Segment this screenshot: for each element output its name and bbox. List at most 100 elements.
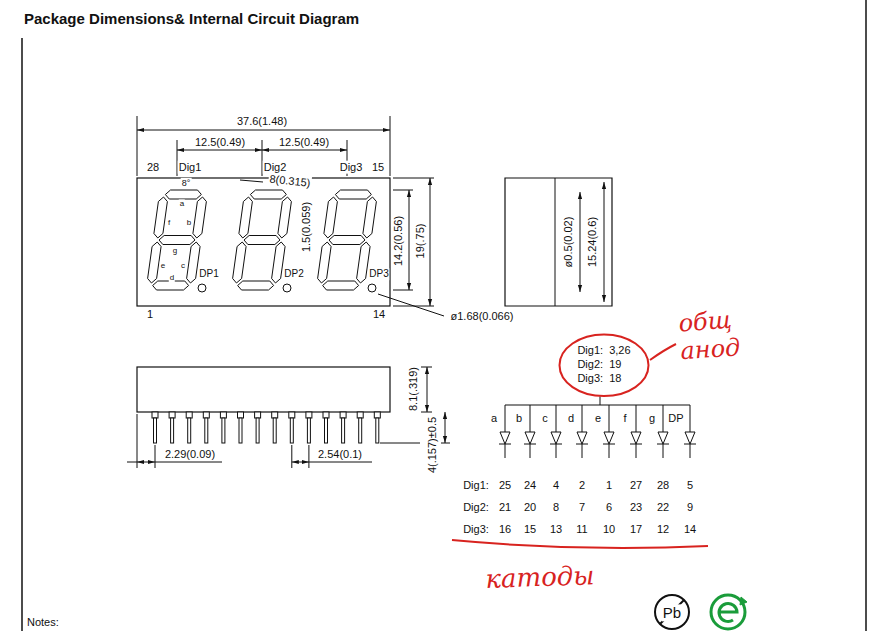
leader-line [378,294,444,316]
led-segment [318,242,331,283]
wire [609,444,610,458]
dimension-line [427,367,428,412]
pin-number: 24 [523,479,537,492]
pin-shoulder [323,412,329,418]
callout-ellipse: Dig1: 3,26Dig2: 19Dig3: 18 [558,333,650,398]
leader-line [240,180,263,182]
dp-label: DP3 [368,268,389,280]
dimension-line [580,192,581,292]
pin-shoulder [340,412,346,418]
digit-label: Dig1 [178,161,203,174]
pin [290,418,293,443]
segment-letter: f [622,412,627,425]
led-segment [154,197,167,238]
pin-number: 1 [146,308,154,321]
diode-symbol [604,432,614,444]
notes-label: Notes: [26,616,60,629]
segment-letter: e [160,261,166,270]
dimension-line [604,182,605,302]
wire [582,405,583,432]
pin-number: 25 [498,479,512,492]
pin [325,418,328,443]
handwritten-note: общ анод [677,304,768,365]
dimension-line [262,150,347,151]
dimension-line [445,412,446,443]
decimal-point [283,284,291,292]
handwritten-note: катоды [484,561,596,595]
segment-letter: e [594,412,602,425]
led-segment [335,190,371,199]
segment-letter: f [167,218,171,227]
wire [530,444,531,458]
dimension-label: 19(.75) [414,223,427,260]
pin-number: 17 [629,523,643,536]
segment-letter: g [648,412,656,425]
frame-border [865,0,867,631]
pin-shoulder [238,412,244,418]
decimal-point [368,284,376,292]
segment-letter: g [172,246,178,255]
pin [154,418,157,443]
pin-shoulder [169,412,175,418]
wire [636,444,637,458]
led-segment [165,190,201,199]
pin-shoulder [306,412,312,418]
wire [505,405,506,432]
pin [205,418,208,443]
pin-number: 15 [523,523,537,536]
pin-number: 23 [629,501,643,514]
digit-label: Dig2: [462,501,490,514]
dimension-line [137,130,390,131]
pin [359,418,362,443]
leader-line [155,462,222,463]
pin-number: 14 [683,523,697,536]
digit-anode-pins: Dig3: 18 [577,372,630,386]
led-segment [239,197,252,238]
dimension-line [409,190,410,290]
led-segment [363,197,376,238]
decimal-point [198,284,206,292]
pin-number: 21 [498,501,512,514]
pin-shoulder [374,412,380,418]
wire [690,444,691,458]
pin-shoulder [255,412,261,418]
dimension-label: 2.29(0.09) [164,448,216,461]
pin-number: 20 [523,501,537,514]
eco-logo [711,595,745,629]
dimension-label: 14.2(0.56) [392,215,405,267]
segment-letter: c [541,412,549,425]
dimension-label: 8.1(.319) [407,366,420,412]
ellipse-outline [560,334,649,396]
pin-shoulder [186,412,192,418]
pin [342,418,345,443]
dimension-line [292,462,309,463]
pin-shoulder [272,412,278,418]
diode-symbol [658,432,668,444]
extension-line [380,443,420,444]
wire [690,405,691,432]
angle-label: 8° [181,178,192,188]
pin-number: 14 [372,308,386,321]
segment-letter: d [567,412,575,425]
segment-letter: b [515,412,523,425]
wire [530,405,531,432]
pin-number: 4 [552,479,560,492]
pin [171,418,174,443]
handwritten-leader [650,344,676,360]
pin-number: 5 [686,479,694,492]
led-segment [193,197,206,238]
digit-anode-pins: Dig2: 19 [577,358,630,372]
diode-symbol [500,432,510,444]
pin-shoulder [220,412,226,418]
eco-logo-arrow [740,597,747,605]
body-edge [555,178,556,306]
pb-free-slash [660,600,684,624]
pin-shoulder [357,412,363,418]
pin-number: 1 [605,479,613,492]
dimension-label: 2.54(0.1) [317,448,363,461]
pin-number: 27 [629,479,643,492]
led-segment [250,190,286,199]
led-segment [238,281,274,290]
wire [556,405,557,432]
